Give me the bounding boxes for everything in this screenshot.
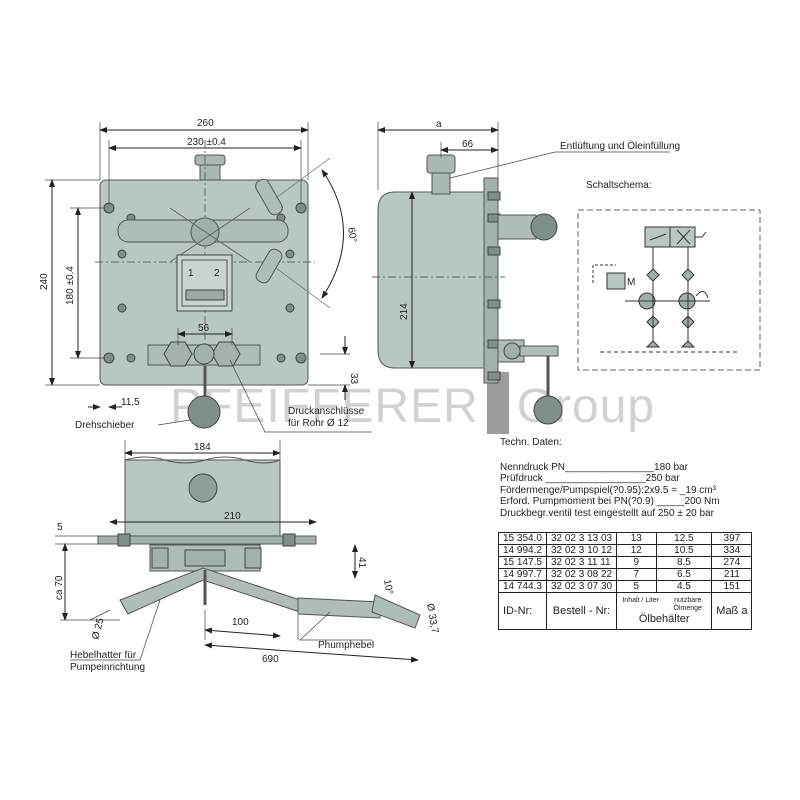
svg-text:Schaltschema:: Schaltschema: [586, 180, 652, 191]
svg-text:Entlüftung und Öleinfüllung: Entlüftung und Öleinfüllung [560, 140, 680, 152]
side-view: a 66 214 Entlüftung und Öleinfüllung [372, 119, 680, 425]
table-header: ID-Nr: Bestell - Nr: Inhalt / Liter nutz… [498, 592, 753, 630]
svg-text:260: 260 [197, 118, 214, 129]
svg-text:Phumphebel: Phumphebel [318, 640, 374, 651]
svg-text:Druckanschlüsse: Druckanschlüsse [288, 406, 365, 417]
svg-text:5: 5 [57, 522, 63, 533]
svg-text:Ø 33,7: Ø 33,7 [424, 603, 440, 635]
svg-text:2: 2 [214, 268, 220, 279]
technical-data: Techn. Daten: Nenndruck PN______________… [500, 437, 720, 519]
svg-text:214: 214 [399, 303, 410, 320]
svg-text:1: 1 [188, 268, 194, 279]
svg-text:690: 690 [262, 654, 279, 665]
svg-text:33: 33 [348, 373, 359, 385]
hydraulic-schema: Schaltschema: M [577, 180, 761, 371]
svg-text:a: a [436, 119, 442, 130]
svg-text:240: 240 [39, 273, 50, 290]
svg-text:41: 41 [356, 557, 367, 569]
svg-text:210: 210 [224, 511, 241, 522]
svg-text:100: 100 [232, 617, 249, 628]
svg-text:Drehschieber: Drehschieber [75, 420, 135, 431]
svg-text:230 ±0.4: 230 ±0.4 [187, 137, 226, 148]
svg-text:Pumpeinrichtung: Pumpeinrichtung [70, 662, 145, 673]
svg-text:180 ±0.4: 180 ±0.4 [65, 266, 76, 305]
svg-text:11,5: 11,5 [121, 397, 140, 408]
svg-text:60°: 60° [345, 227, 358, 244]
svg-text:für Rohr Ø 12: für Rohr Ø 12 [288, 418, 349, 429]
svg-text:184: 184 [194, 442, 211, 453]
bottom-view: 184 210 5 ca 70 41 10° Ø 25 100 690 Ø 33… [54, 440, 440, 673]
watermark-bar [486, 372, 509, 434]
svg-text:10°: 10° [381, 579, 394, 596]
svg-text:66: 66 [462, 139, 474, 150]
svg-text:Hebelhatter für: Hebelhatter für [70, 650, 137, 661]
top-view: 1 2 260 230 ±0.4 240 180 ±0.4 56 [39, 118, 372, 433]
svg-text:56: 56 [198, 323, 210, 334]
svg-text:ca 70: ca 70 [54, 575, 65, 600]
svg-text:M: M [627, 277, 635, 288]
